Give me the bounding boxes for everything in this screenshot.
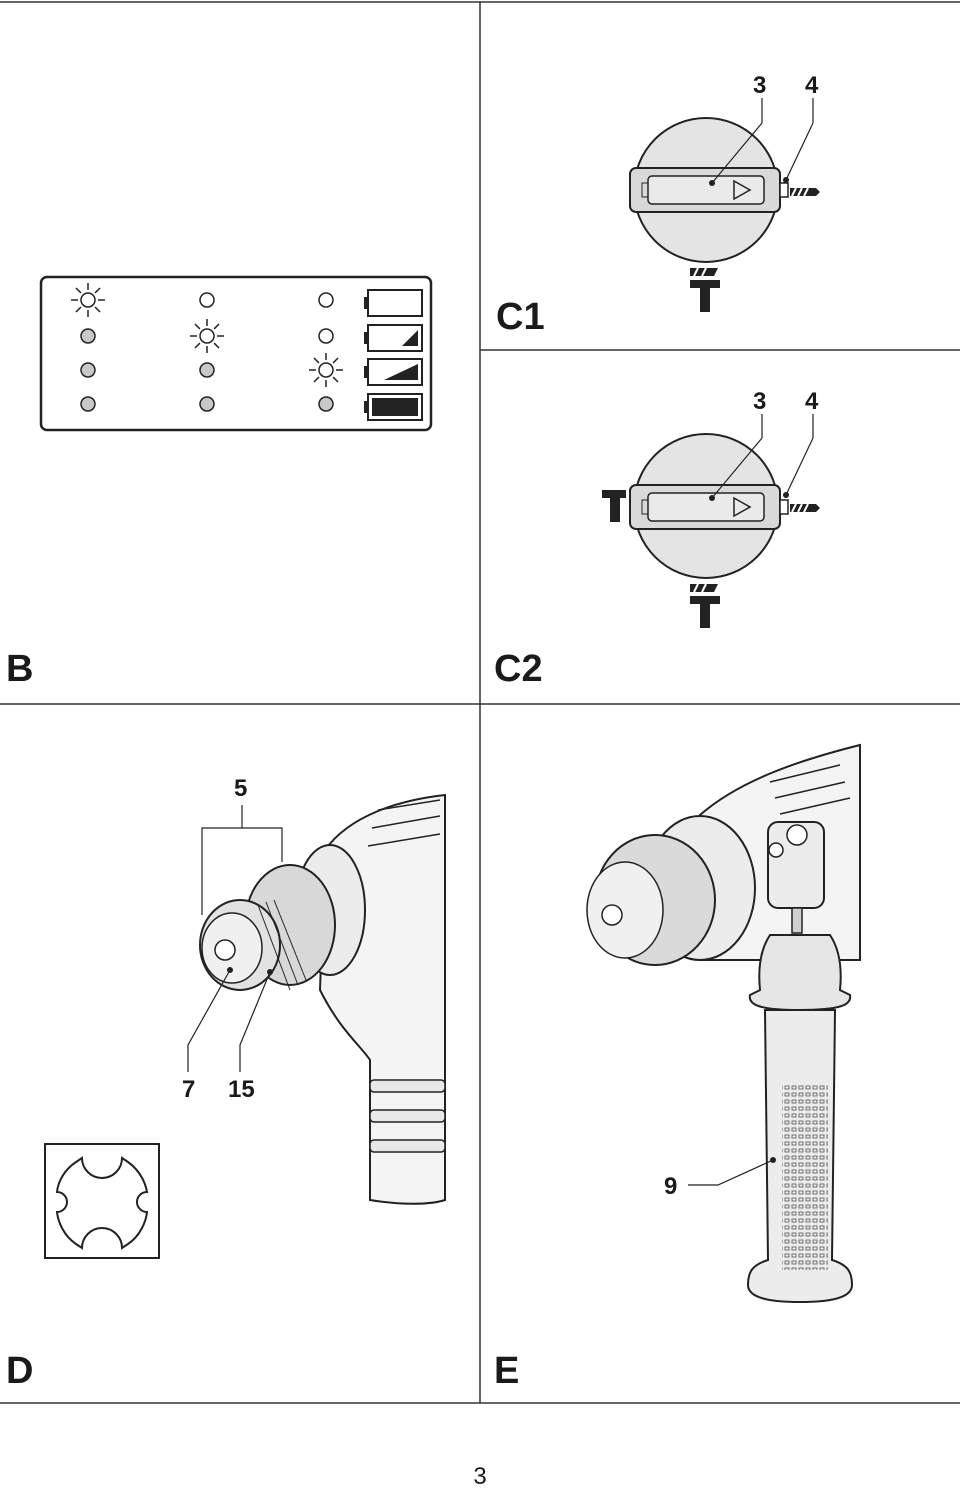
led-ray [213,342,220,349]
led-off-icon [199,292,215,308]
led-ray [332,357,339,364]
led-ray [94,306,101,313]
led-off-icon [80,362,96,378]
callout-4-c1: 4 [805,72,819,99]
led-ray [332,376,339,383]
battery-empty-icon [364,289,423,317]
panel-label-e: E [494,1350,520,1392]
led-lit-icon [318,362,334,378]
drill-bit-icon [790,503,820,513]
battery-low-icon [364,324,423,352]
led-lit-icon [80,292,96,308]
callout-9: 9 [664,1173,678,1200]
callout-7: 7 [182,1076,196,1103]
panel-label-c2: C2 [494,648,543,690]
led-ray [313,376,320,383]
led-off-icon [318,328,334,344]
callout-4-c2: 4 [805,388,819,415]
led-ray [313,357,320,364]
callout-15: 15 [228,1076,255,1103]
sds-bit-section-icon [44,1143,160,1259]
callout-3-c2: 3 [753,388,767,415]
led-off-icon [199,362,215,378]
page-number: 3 [473,1463,487,1490]
chisel-icon [602,490,626,522]
led-off-icon [199,396,215,412]
led-off-icon [80,328,96,344]
hammer-drill-icon [690,267,720,312]
led-lit-icon [199,328,215,344]
led-off-icon [318,292,334,308]
led-ray [94,287,101,294]
callout-5: 5 [234,775,248,802]
led-ray [75,306,82,313]
led-ray [194,342,201,349]
led-off-icon [80,396,96,412]
panel-label-b: B [6,648,34,690]
panel-label-d: D [6,1350,34,1392]
callout-3-c1: 3 [753,72,767,99]
drill-bit-icon [790,187,820,197]
battery-full-icon [364,393,423,421]
led-off-icon [318,396,334,412]
battery-medium-icon [364,358,423,386]
hammer-drill-icon [690,583,720,628]
led-ray [75,287,82,294]
panel-label-c1: C1 [496,296,545,338]
led-ray [213,323,220,330]
led-ray [194,323,201,330]
